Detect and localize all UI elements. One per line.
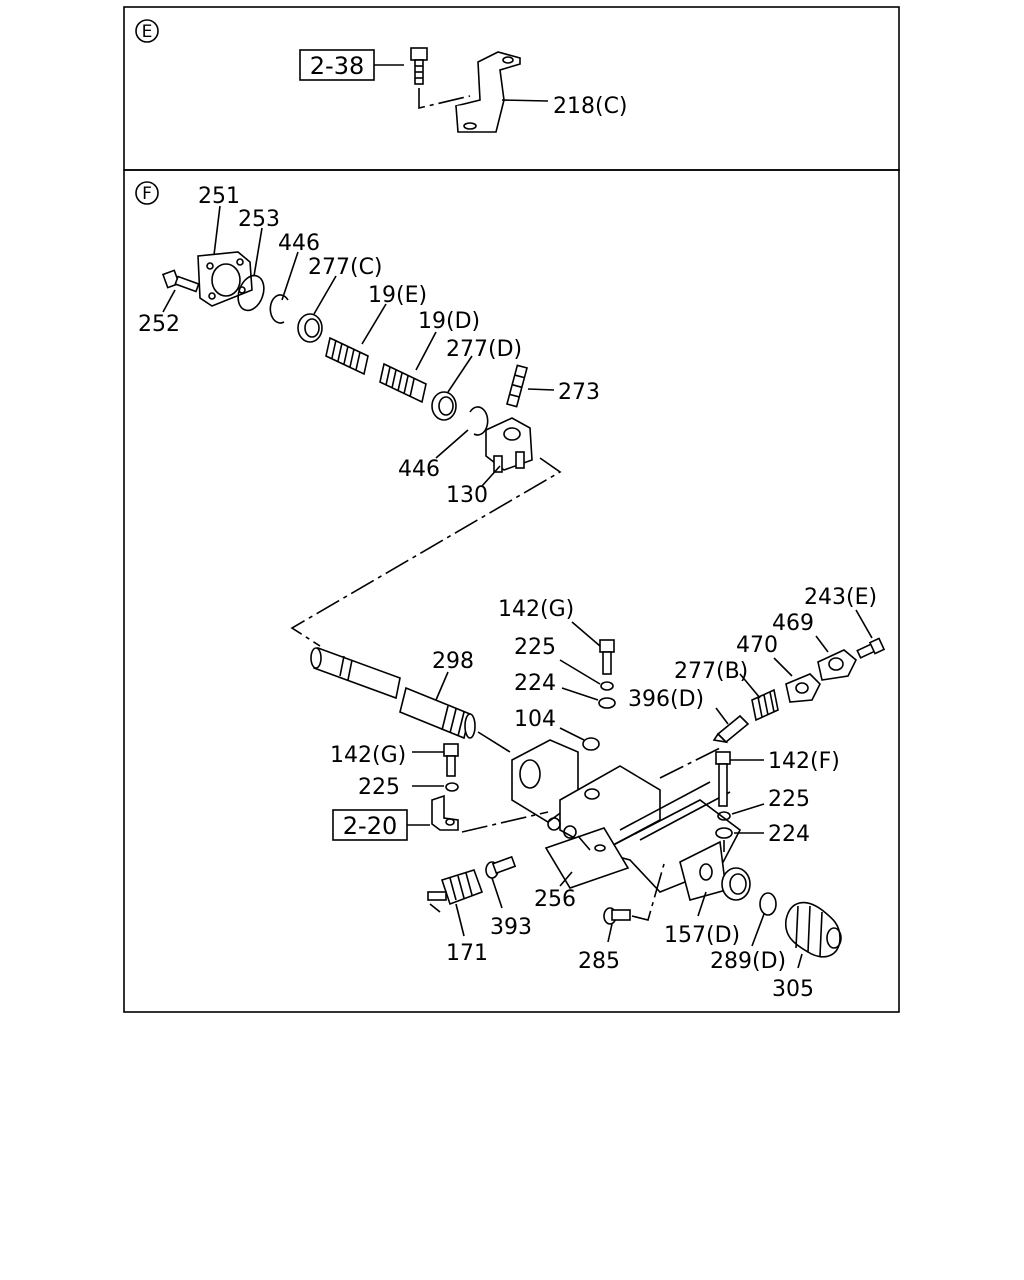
label-252: 252 xyxy=(138,312,180,337)
ring-289d-icon xyxy=(759,892,777,916)
bracket-icon xyxy=(455,51,521,133)
gasket-470-icon xyxy=(785,673,821,703)
switch-171-icon xyxy=(427,869,484,913)
label-470: 470 xyxy=(736,633,778,658)
label-251: 251 xyxy=(198,184,240,209)
label-142g-top: 142(G) xyxy=(498,597,574,622)
label-446-lower: 446 xyxy=(398,457,440,482)
label-224-right: 224 xyxy=(768,822,810,847)
label-256: 256 xyxy=(534,887,576,912)
label-218c: 218(C) xyxy=(553,94,628,119)
label-277d: 277(D) xyxy=(446,337,522,362)
bolt-252-icon xyxy=(161,269,200,293)
washer-224-top-icon xyxy=(598,697,616,709)
label-305: 305 xyxy=(772,977,814,1002)
label-104: 104 xyxy=(514,707,556,732)
snap-ring-446-lower-icon xyxy=(469,406,489,436)
boot-305-icon xyxy=(784,901,842,958)
washer-225-left-icon xyxy=(445,782,459,792)
ref-box-2-20-text: 2-20 xyxy=(343,812,397,840)
label-142g-left: 142(G) xyxy=(330,743,406,768)
selector-130-icon xyxy=(485,417,533,473)
label-446-top: 446 xyxy=(278,231,320,256)
shaft-298-icon xyxy=(310,646,476,740)
label-225-right: 225 xyxy=(768,787,810,812)
plug-104-icon xyxy=(582,737,600,751)
bushing-277c-icon xyxy=(297,313,323,343)
section-f-marker-circle xyxy=(135,181,159,205)
flange-251-icon xyxy=(197,251,253,307)
label-142f: 142(F) xyxy=(768,749,840,774)
plate-469-icon xyxy=(817,649,857,681)
housing-icon xyxy=(511,739,751,901)
label-285: 285 xyxy=(578,949,620,974)
o-ring-253-icon xyxy=(237,274,265,312)
bolt-icon xyxy=(410,47,428,85)
label-273: 273 xyxy=(558,380,600,405)
section-f-marker: F xyxy=(142,184,152,204)
plunger-396d-icon xyxy=(712,714,750,744)
section-f: F 252 251 253 446 xyxy=(135,181,886,1002)
label-393: 393 xyxy=(490,915,532,940)
ref-box-2-38-text: 2-38 xyxy=(310,52,364,80)
bolt-142g-top-icon xyxy=(599,639,615,675)
section-e: E 2-38 218(C) xyxy=(135,19,628,133)
label-225-top: 225 xyxy=(514,635,556,660)
spring-277b-icon xyxy=(751,688,779,722)
label-171: 171 xyxy=(446,941,488,966)
bolt-142g-left-icon xyxy=(443,743,459,777)
washer-225-right-icon xyxy=(717,811,731,821)
label-19e: 19(E) xyxy=(368,283,427,308)
bracket-2-20-icon xyxy=(431,794,459,831)
bushing-277d-icon xyxy=(431,391,457,421)
label-277c: 277(C) xyxy=(308,255,383,280)
label-396d: 396(D) xyxy=(628,687,704,712)
label-289d: 289(D) xyxy=(710,949,786,974)
label-243e: 243(E) xyxy=(804,585,877,610)
label-277b: 277(B) xyxy=(674,659,748,684)
snap-ring-446-top-icon xyxy=(269,294,289,324)
pin-273-icon xyxy=(506,364,528,408)
washer-225-top-icon xyxy=(600,681,614,691)
section-f-frame xyxy=(123,169,900,1013)
label-157d: 157(D) xyxy=(664,923,740,948)
label-298: 298 xyxy=(432,649,474,674)
spring-19d-icon xyxy=(379,362,427,404)
label-225-left: 225 xyxy=(358,775,400,800)
label-224-top: 224 xyxy=(514,671,556,696)
bolt-285-icon xyxy=(603,907,631,925)
label-19d: 19(D) xyxy=(418,309,480,334)
spring-19e-icon xyxy=(325,336,369,376)
washer-224-right-icon xyxy=(715,827,733,839)
bolt-243e-icon xyxy=(856,637,886,659)
label-469: 469 xyxy=(772,611,814,636)
section-e-frame xyxy=(123,6,900,171)
label-253: 253 xyxy=(238,207,280,232)
section-e-marker: E xyxy=(142,22,153,42)
label-130: 130 xyxy=(446,483,488,508)
bolt-142f-icon xyxy=(715,751,731,807)
screw-393-icon xyxy=(485,855,517,879)
section-e-marker-circle xyxy=(135,19,159,43)
